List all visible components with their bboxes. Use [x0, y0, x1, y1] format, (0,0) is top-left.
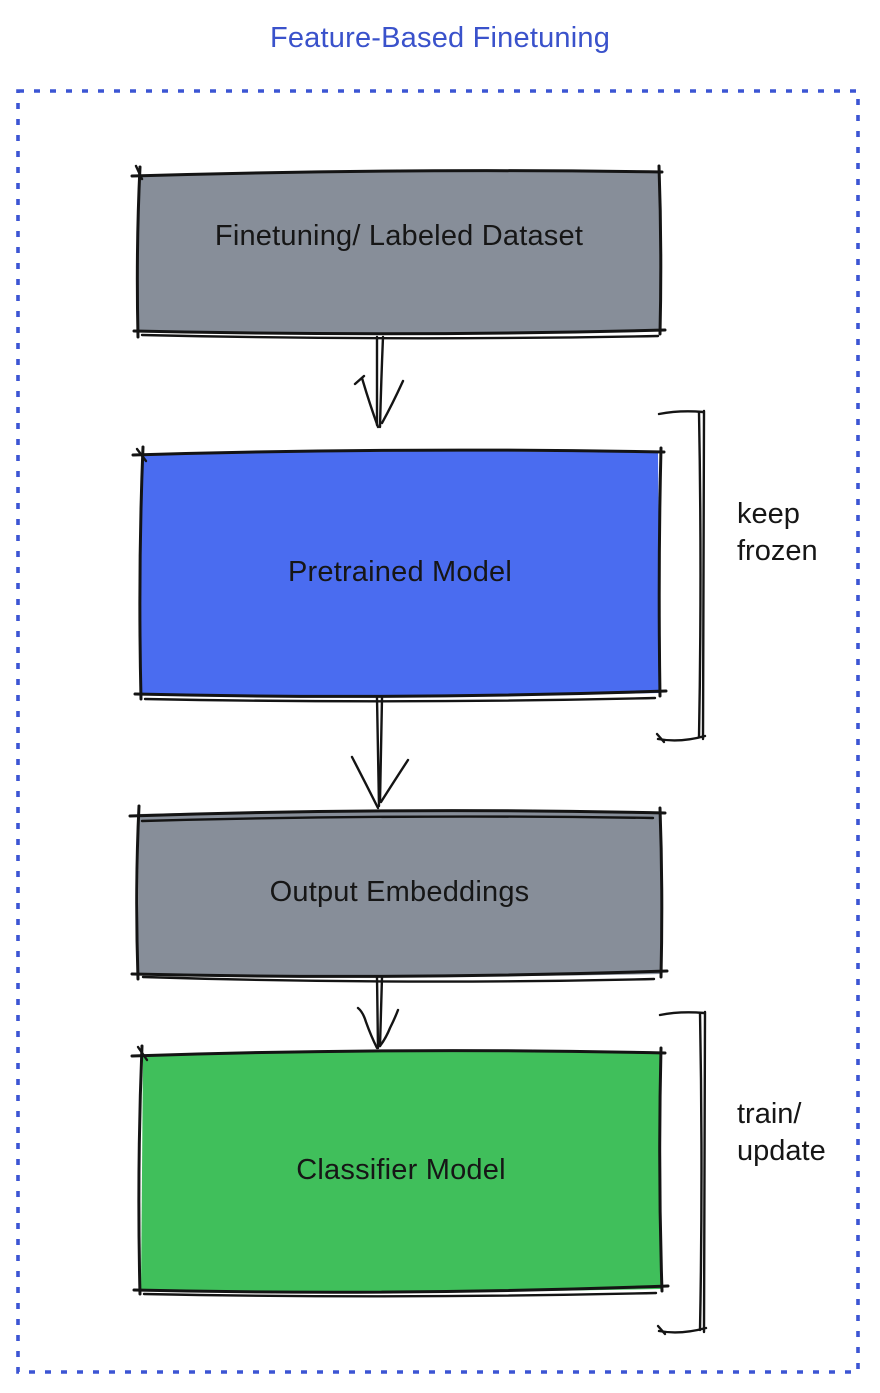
- arrow-pretrained-to-embeddings: [350, 696, 410, 810]
- node-pretrained-label: Pretrained Model: [287, 556, 513, 588]
- annotation-keep-frozen-line1: keep: [737, 498, 800, 530]
- node-dataset-label: Finetuning/ Labeled Dataset: [214, 220, 584, 252]
- annotation-train-update-line1: train/: [737, 1098, 802, 1130]
- annotation-train-update-line2: update: [737, 1135, 826, 1167]
- node-pretrained-shape: [131, 445, 668, 703]
- arrow-dataset-to-pretrained: [353, 335, 405, 429]
- node-classifier-shape: [130, 1044, 670, 1298]
- diagram-title: Feature-Based Finetuning: [269, 22, 611, 54]
- node-dataset-shape: [130, 164, 667, 340]
- annotation-train-update: train/ update: [737, 1096, 826, 1170]
- annotation-keep-frozen: keep frozen: [737, 496, 818, 570]
- bracket-train-update: [656, 1010, 708, 1336]
- dashed-frame: [16, 89, 860, 1374]
- arrow-embeddings-to-classifier: [356, 975, 400, 1050]
- bracket-keep-frozen: [655, 409, 707, 744]
- node-embeddings-label: Output Embeddings: [269, 876, 530, 908]
- node-classifier-label: Classifier Model: [296, 1154, 506, 1186]
- node-embeddings-shape: [128, 804, 669, 983]
- annotation-keep-frozen-line2: frozen: [737, 535, 818, 567]
